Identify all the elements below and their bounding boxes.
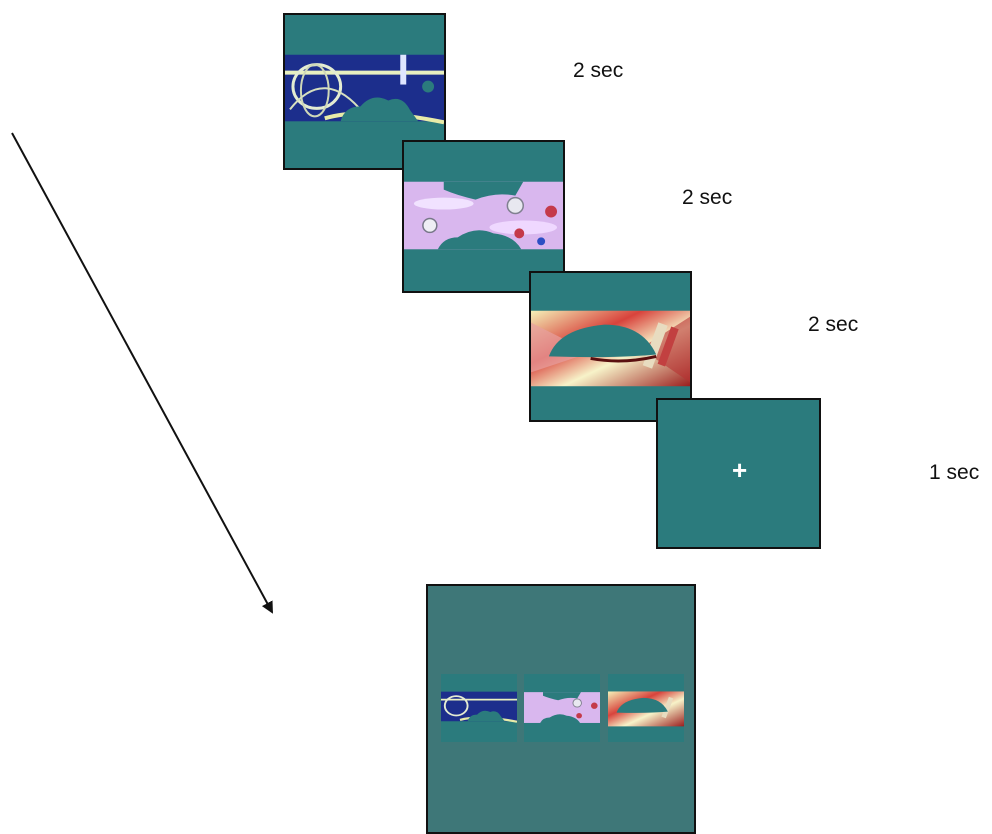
scene-image-pink	[404, 142, 563, 291]
duration-label-fixation: 1 sec	[929, 461, 979, 485]
thumbnail-blue-scene	[441, 674, 517, 742]
duration-label-frame-3: 2 sec	[808, 313, 858, 337]
fixation-frame: +	[656, 398, 821, 549]
thumbnail-pink-scene	[524, 674, 600, 742]
duration-label-frame-1: 2 sec	[573, 59, 623, 83]
test-screen	[426, 584, 696, 834]
thumbnail-red-scene	[608, 674, 684, 742]
fixation-cross-icon: +	[732, 457, 747, 483]
duration-label-frame-2: 2 sec	[682, 186, 732, 210]
